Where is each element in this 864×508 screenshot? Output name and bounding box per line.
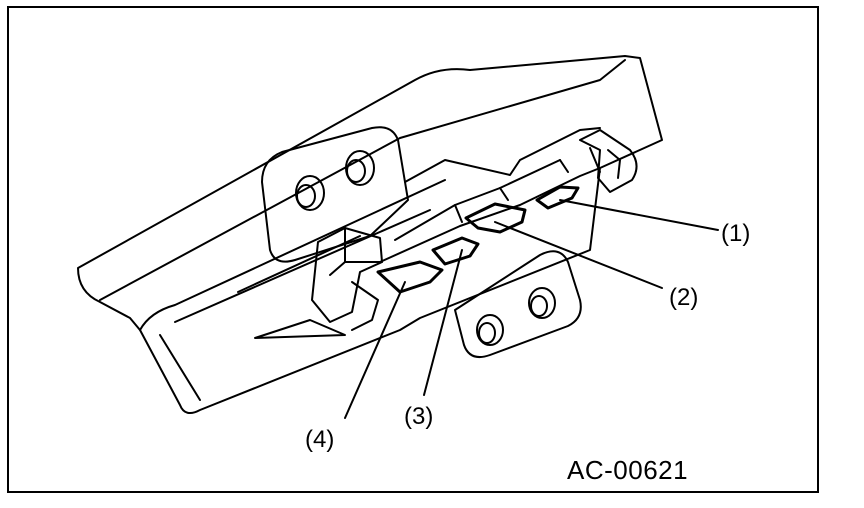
housing-lip	[99, 59, 626, 301]
lower-hole-left	[476, 314, 504, 346]
leader-line-1	[559, 199, 719, 231]
left-clip-arm	[351, 281, 379, 331]
terminal-tab-1	[535, 185, 580, 210]
upper-bracket	[261, 126, 409, 263]
left-clip	[311, 227, 383, 323]
lower-hole-right	[528, 287, 556, 319]
left-clip-face	[329, 227, 383, 276]
right-clip-slot	[589, 147, 601, 173]
upper-hole-right-inner	[346, 159, 366, 183]
figure-frame	[7, 6, 819, 493]
leader-line-3	[423, 249, 463, 396]
terminal-tab-4	[376, 260, 444, 294]
housing-edge	[139, 179, 446, 331]
callout-3: (3)	[404, 403, 433, 430]
terminal-rail-front	[379, 167, 601, 263]
callout-4: (4)	[305, 426, 334, 453]
terminal-tab-3	[431, 236, 480, 266]
housing-floor	[159, 209, 431, 401]
callout-2: (2)	[669, 284, 698, 311]
lower-bracket	[454, 250, 582, 358]
callout-1: (1)	[721, 220, 750, 247]
leader-line-4	[344, 281, 406, 419]
right-clip-inner	[607, 149, 621, 179]
right-clip	[579, 129, 638, 193]
upper-hole-right	[345, 150, 375, 186]
terminal-rail-top	[404, 127, 601, 183]
lower-hole-left-inner	[478, 322, 496, 344]
terminal-rail-back	[394, 159, 561, 241]
left-wedge	[254, 319, 346, 339]
figure-code: AC-00621	[567, 455, 689, 485]
housing-outline	[77, 55, 663, 415]
terminal-tab-2	[464, 202, 527, 234]
upper-hole-left-inner	[296, 184, 316, 208]
leader-line-2	[494, 221, 663, 289]
upper-hole-left	[295, 175, 325, 211]
terminal-step	[454, 159, 569, 223]
lower-hole-right-inner	[530, 295, 548, 317]
